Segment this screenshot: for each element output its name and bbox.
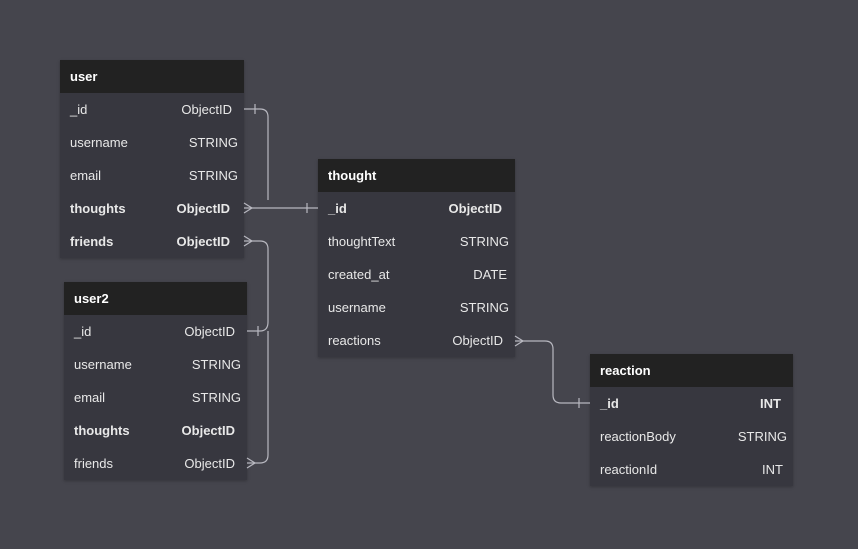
column-type: ObjectID xyxy=(176,201,230,216)
column-type: STRING xyxy=(191,390,241,405)
column-name: _id xyxy=(328,201,347,216)
column-type: STRING xyxy=(459,234,509,249)
column-name: thoughts xyxy=(74,423,130,438)
relationship-user-friends[interactable] xyxy=(243,235,269,336)
column-name: reactionId xyxy=(600,462,658,477)
table-row[interactable]: _id ObjectID xyxy=(318,192,515,225)
table-row[interactable]: friends ObjectID xyxy=(64,447,247,480)
table-row[interactable]: friends ObjectID xyxy=(60,225,244,258)
column-name: friends xyxy=(70,234,114,249)
column-name: thoughts xyxy=(70,201,126,216)
table-row[interactable]: _id ObjectID xyxy=(60,93,244,126)
column-name: reactionBody xyxy=(600,429,676,444)
table-row[interactable]: created_at DATE xyxy=(318,258,515,291)
column-type: ObjectID xyxy=(452,333,503,348)
column-name: thoughtText xyxy=(328,234,396,249)
column-type: DATE xyxy=(473,267,507,282)
column-type: ObjectID xyxy=(176,234,230,249)
table-thought[interactable]: thought _id ObjectID thoughtText STRING … xyxy=(318,159,515,357)
column-name: _id xyxy=(70,102,88,117)
table-row[interactable]: email STRING xyxy=(64,381,247,414)
table-row[interactable]: reactionId INT xyxy=(590,453,793,486)
relationship-user2-friends[interactable] xyxy=(246,331,269,469)
table-header[interactable]: reaction xyxy=(590,354,793,387)
column-type: ObjectID xyxy=(181,102,232,117)
table-row[interactable]: reactionBody STRING xyxy=(590,420,793,453)
table-reaction[interactable]: reaction _id INT reactionBody STRING rea… xyxy=(590,354,793,486)
column-name: email xyxy=(70,168,102,183)
column-name: email xyxy=(74,390,106,405)
table-row[interactable]: thoughtText STRING xyxy=(318,225,515,258)
column-name: reactions xyxy=(328,333,381,348)
table-user[interactable]: user _id ObjectID username STRING email … xyxy=(60,60,244,258)
table-header[interactable]: thought xyxy=(318,159,515,192)
column-name: username xyxy=(70,135,128,150)
table-user2[interactable]: user2 _id ObjectID username STRING email… xyxy=(64,282,247,480)
column-type: STRING xyxy=(191,357,241,372)
table-row[interactable]: _id INT xyxy=(590,387,793,420)
column-type: ObjectID xyxy=(184,456,235,471)
column-type: STRING xyxy=(737,429,787,444)
column-type: INT xyxy=(762,462,783,477)
column-type: STRING xyxy=(459,300,509,315)
table-header[interactable]: user2 xyxy=(64,282,247,315)
column-type: STRING xyxy=(188,168,238,183)
column-type: STRING xyxy=(188,135,238,150)
column-type: ObjectID xyxy=(184,324,235,339)
relationship-thought-reactions[interactable] xyxy=(514,335,590,408)
column-type: ObjectID xyxy=(448,201,502,216)
column-type: ObjectID xyxy=(181,423,235,438)
column-name: friends xyxy=(74,456,114,471)
column-type: INT xyxy=(760,396,781,411)
relationship-user-id[interactable] xyxy=(244,104,269,200)
table-row[interactable]: _id ObjectID xyxy=(64,315,247,348)
table-row[interactable]: reactions ObjectID xyxy=(318,324,515,357)
table-row[interactable]: email STRING xyxy=(60,159,244,192)
table-row[interactable]: username STRING xyxy=(318,291,515,324)
table-row[interactable]: username STRING xyxy=(64,348,247,381)
relationship-user-thoughts[interactable] xyxy=(243,202,318,214)
column-name: _id xyxy=(600,396,619,411)
column-name: username xyxy=(328,300,386,315)
table-row[interactable]: thoughts ObjectID xyxy=(60,192,244,225)
column-name: username xyxy=(74,357,132,372)
column-name: created_at xyxy=(328,267,390,282)
table-row[interactable]: username STRING xyxy=(60,126,244,159)
table-header[interactable]: user xyxy=(60,60,244,93)
column-name: _id xyxy=(74,324,92,339)
table-row[interactable]: thoughts ObjectID xyxy=(64,414,247,447)
